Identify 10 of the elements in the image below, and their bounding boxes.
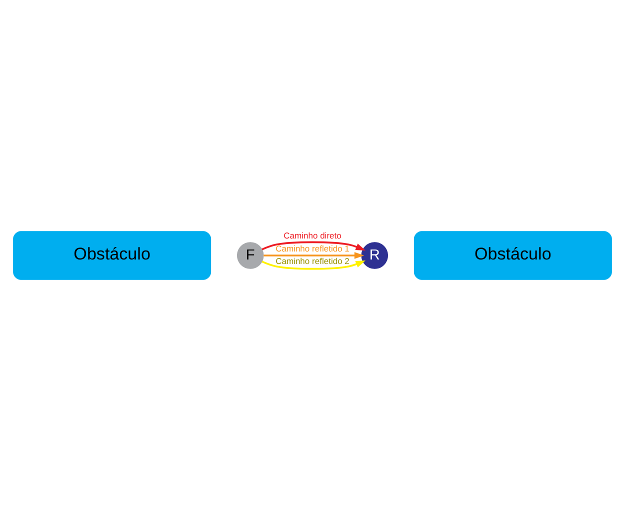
node-box: Obstáculo	[13, 231, 212, 280]
arrow	[262, 260, 366, 270]
edge-label: Caminho direto	[284, 230, 342, 241]
arrow	[264, 252, 364, 259]
node-circle: F	[236, 242, 264, 269]
arrow	[262, 241, 366, 250]
edge-label: Caminho refletido 1	[276, 243, 350, 254]
node-box: Obstáculo	[414, 231, 612, 280]
edge-label: Caminho refletido 2	[276, 256, 350, 266]
node-circle: R	[361, 242, 388, 269]
